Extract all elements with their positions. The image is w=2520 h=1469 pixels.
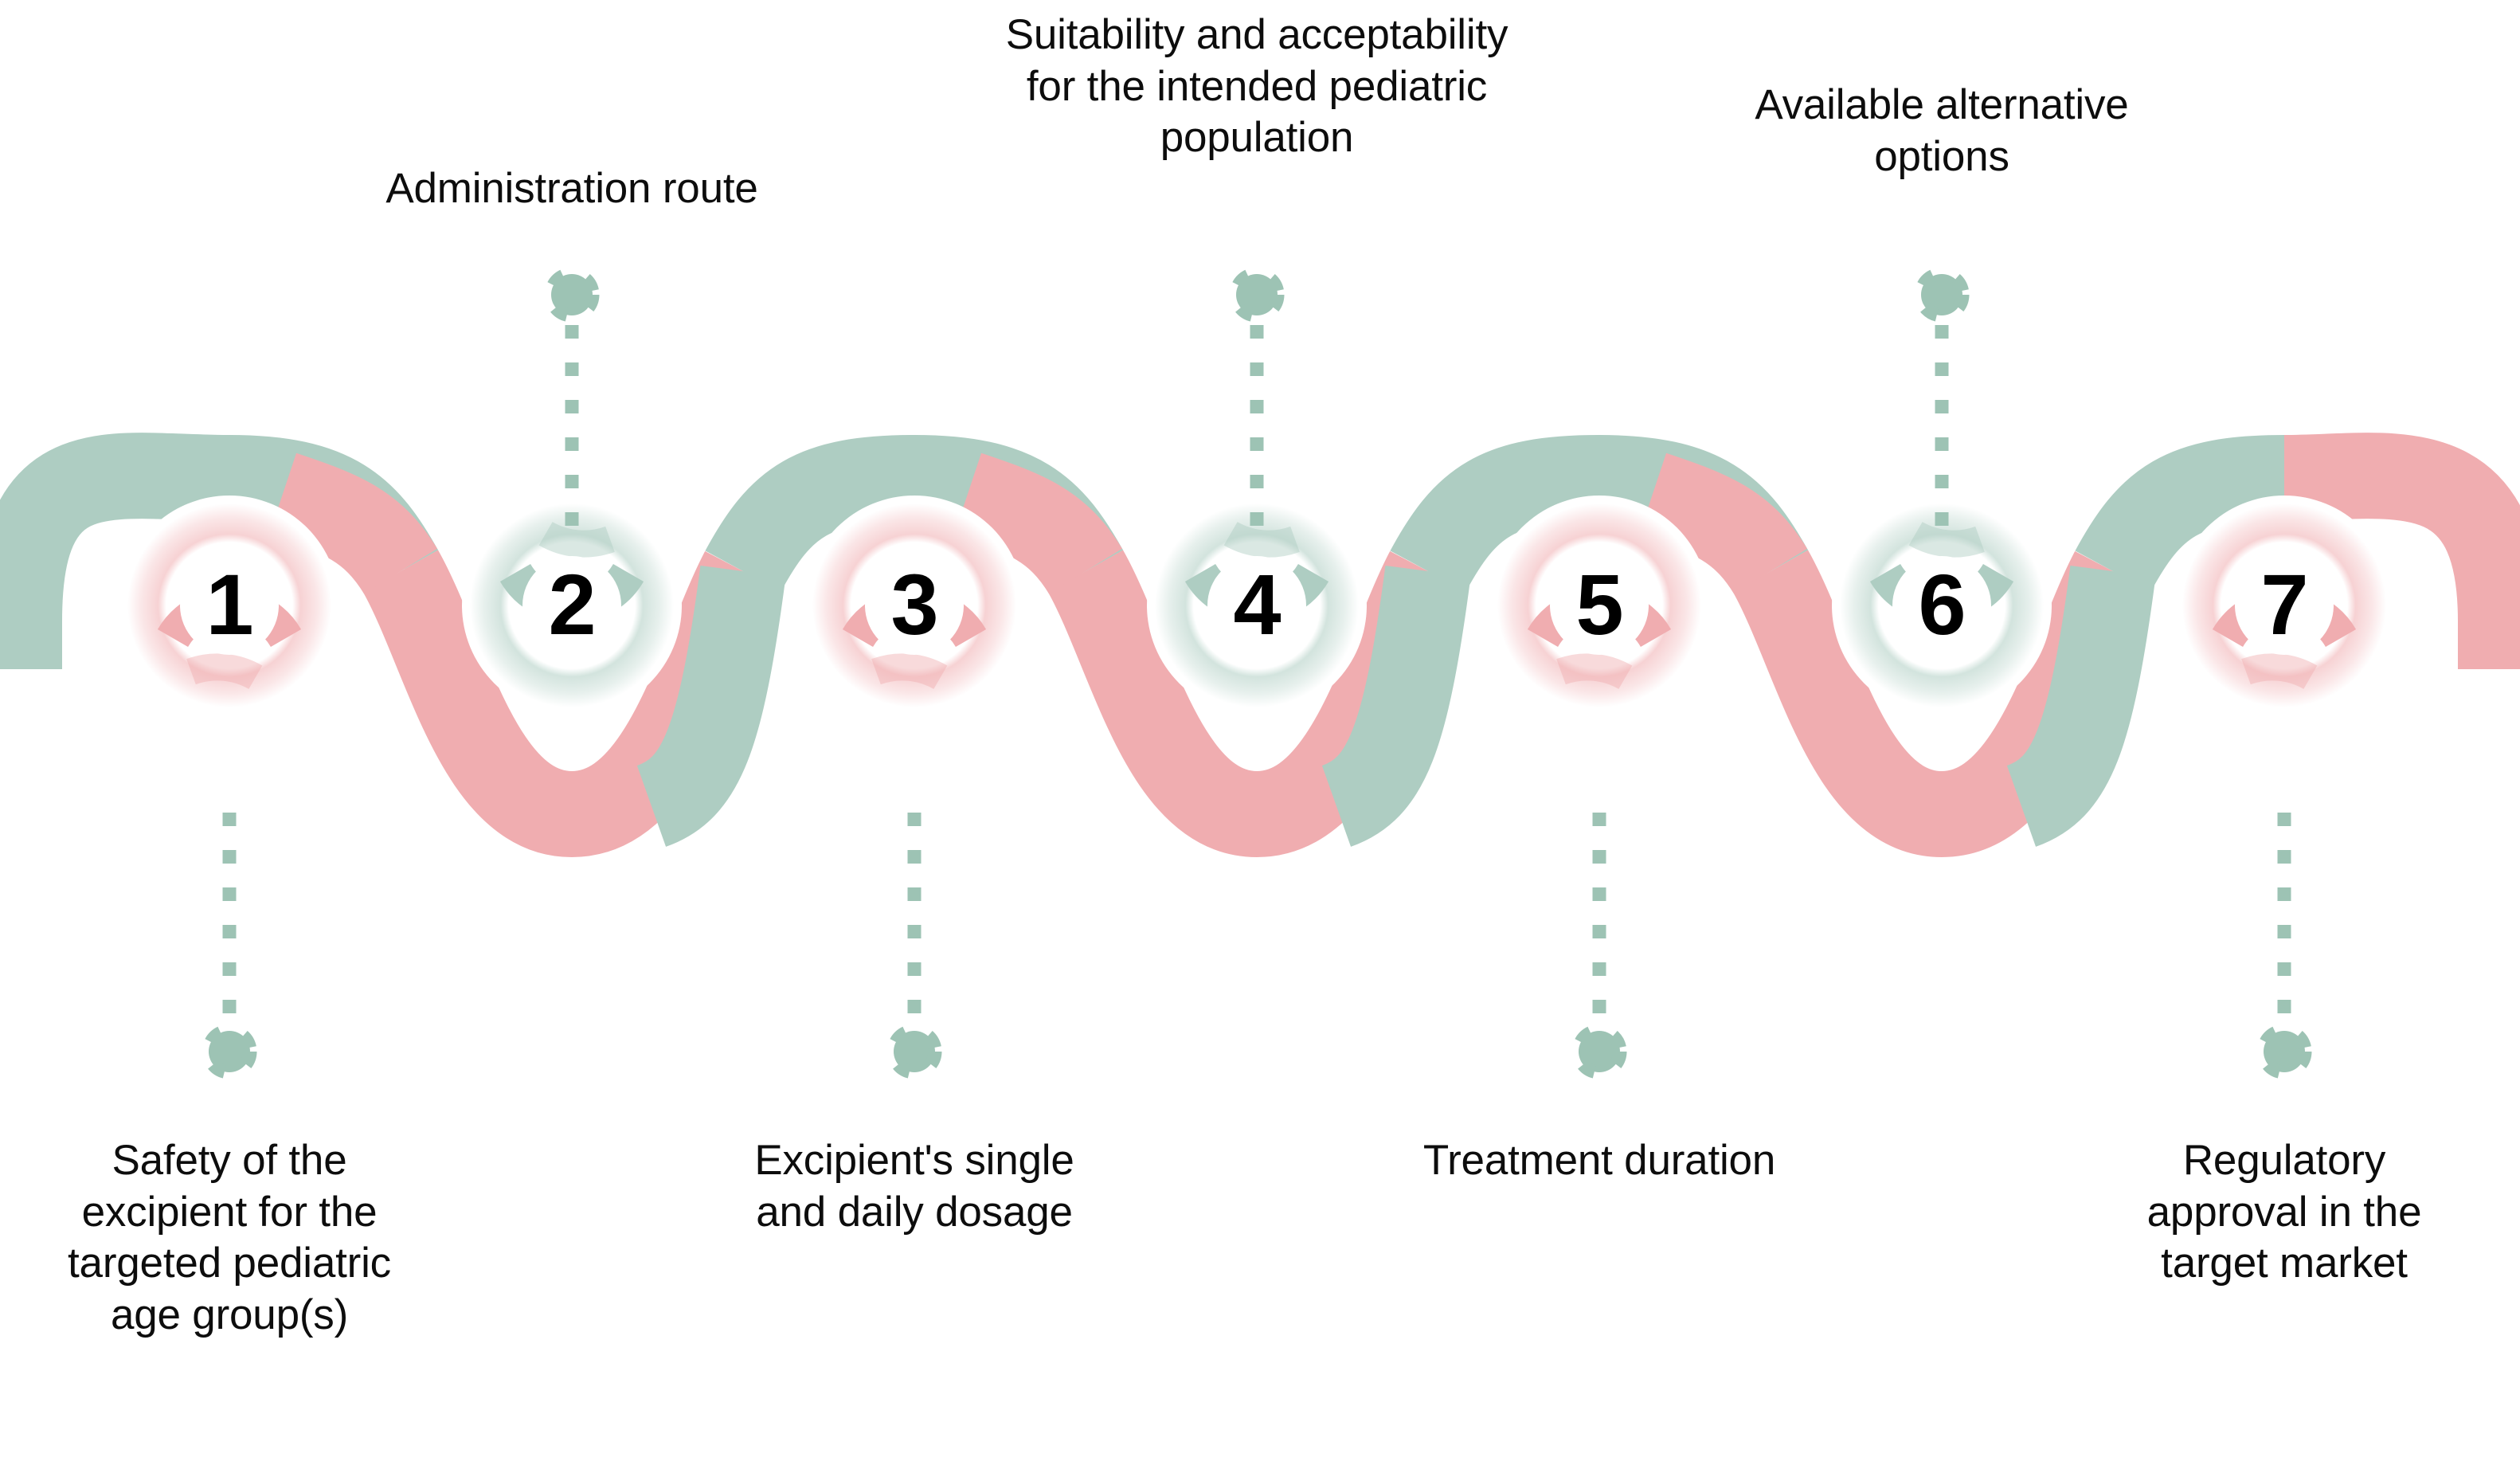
connector-dot-7 [2256,1024,2312,1079]
step-label-3: Excipient's single and daily dosage [754,1137,1074,1236]
node-ring-outer-7 [2241,653,2318,690]
connector-dot-4 [1229,267,1285,323]
connector-dot-5 [1571,1024,1627,1079]
step-label-2: Administration route [385,165,758,212]
step-number-3: 3 [890,556,938,652]
node-ring-outer-4 [1223,521,1300,558]
step-number-7: 7 [2260,556,2308,652]
step-label-4: Suitability and acceptability for the in… [1005,11,1508,162]
connector-3 [886,813,942,1079]
node-ring-outer-2 [538,521,615,558]
connector-dot-1 [202,1024,257,1079]
connector-2 [544,267,600,526]
connector-dot-3 [886,1024,942,1079]
step-number-5: 5 [1575,556,1623,652]
step-number-2: 2 [548,556,596,652]
connector-dot-6 [1914,267,1970,323]
connector-6 [1914,267,1970,526]
node-ring-outer-5 [1556,653,1633,690]
node-ring-outer-6 [1908,521,1985,558]
step-label-7: Regulatory approval in the target market [2146,1137,2422,1287]
step-number-4: 4 [1233,556,1281,652]
node-ring-outer-1 [186,653,263,690]
connector-dot-2 [544,267,600,323]
node-ring-outer-3 [871,653,948,690]
connector-1 [202,813,257,1079]
step-label-1: Safety of the excipient for the targeted… [68,1137,391,1338]
connector-7 [2256,813,2312,1079]
step-number-1: 1 [205,556,253,652]
connector-5 [1571,813,1627,1079]
step-label-5: Treatment duration [1422,1137,1776,1184]
step-label-6: Available alternative options [1755,81,2129,180]
step-number-6: 6 [1918,556,1966,652]
connector-4 [1229,267,1285,526]
